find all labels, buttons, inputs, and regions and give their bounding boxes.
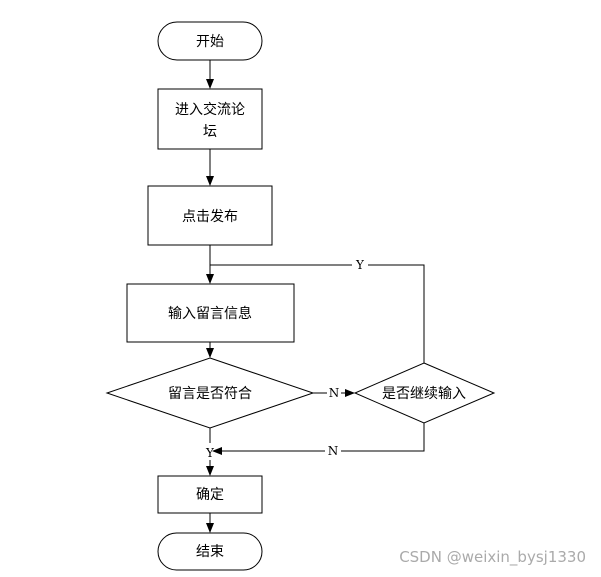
continue-input-decision: 是否继续输入 xyxy=(353,362,496,424)
continue-yes-label: Y xyxy=(355,258,365,272)
confirm-node: 确定 xyxy=(157,475,263,514)
click-publish-node: 点击发布 xyxy=(147,185,273,246)
edge-continue-yes-right xyxy=(368,264,425,363)
watermark: CSDN @weixin_bysj1330 xyxy=(399,548,586,567)
valid-no-label: N xyxy=(329,386,340,400)
click-publish-label: 点击发布 xyxy=(182,209,238,225)
end-label: 结束 xyxy=(196,544,224,560)
message-valid-label: 留言是否符合 xyxy=(168,386,252,402)
enter-forum-node: 进入交流论 坛 xyxy=(157,88,263,150)
edge-continue-no-right xyxy=(341,423,425,452)
valid-yes-label: Y xyxy=(205,446,215,460)
continue-input-label: 是否继续输入 xyxy=(382,385,466,402)
input-message-label: 输入留言信息 xyxy=(168,305,252,322)
start-label: 开始 xyxy=(196,34,224,50)
start-node: 开始 xyxy=(157,21,263,61)
end-node: 结束 xyxy=(157,532,263,571)
confirm-label: 确定 xyxy=(196,487,224,503)
message-valid-decision: 留言是否符合 xyxy=(105,357,315,429)
enter-forum-label-line2: 坛 xyxy=(203,124,217,140)
input-message-node: 输入留言信息 xyxy=(126,283,295,343)
enter-forum-label-line1: 进入交流论 xyxy=(175,101,245,118)
continue-no-label: N xyxy=(328,444,339,458)
